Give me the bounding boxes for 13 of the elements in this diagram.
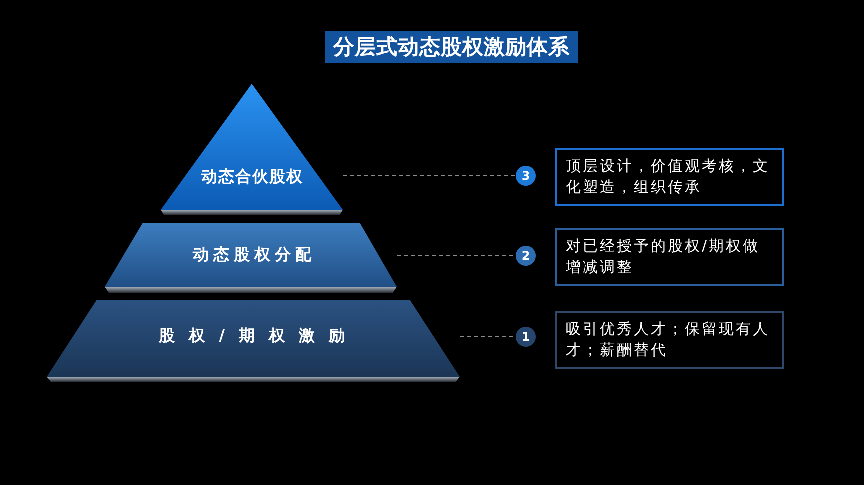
description-box: 顶层设计，价值观考核，文化塑造，组织传承 xyxy=(555,148,784,206)
description-box: 吸引优秀人才；保留现有人才；薪酬替代 xyxy=(555,311,784,369)
pyramid-tier xyxy=(161,84,343,215)
title: 分层式动态股权激励体系 xyxy=(325,31,578,63)
description-box: 对已经授予的股权/期权做增减调整 xyxy=(555,228,784,286)
pyramid-tier xyxy=(105,223,397,293)
number-badge: 1 xyxy=(516,327,536,347)
tier-label: 股权/期权激励 xyxy=(159,326,359,346)
number-badge: 3 xyxy=(516,166,536,186)
tier-label: 动态合伙股权 xyxy=(202,167,304,187)
number-badge: 2 xyxy=(516,246,536,266)
tier-label: 动态股权分配 xyxy=(192,245,316,265)
pyramid-tier xyxy=(47,300,460,382)
